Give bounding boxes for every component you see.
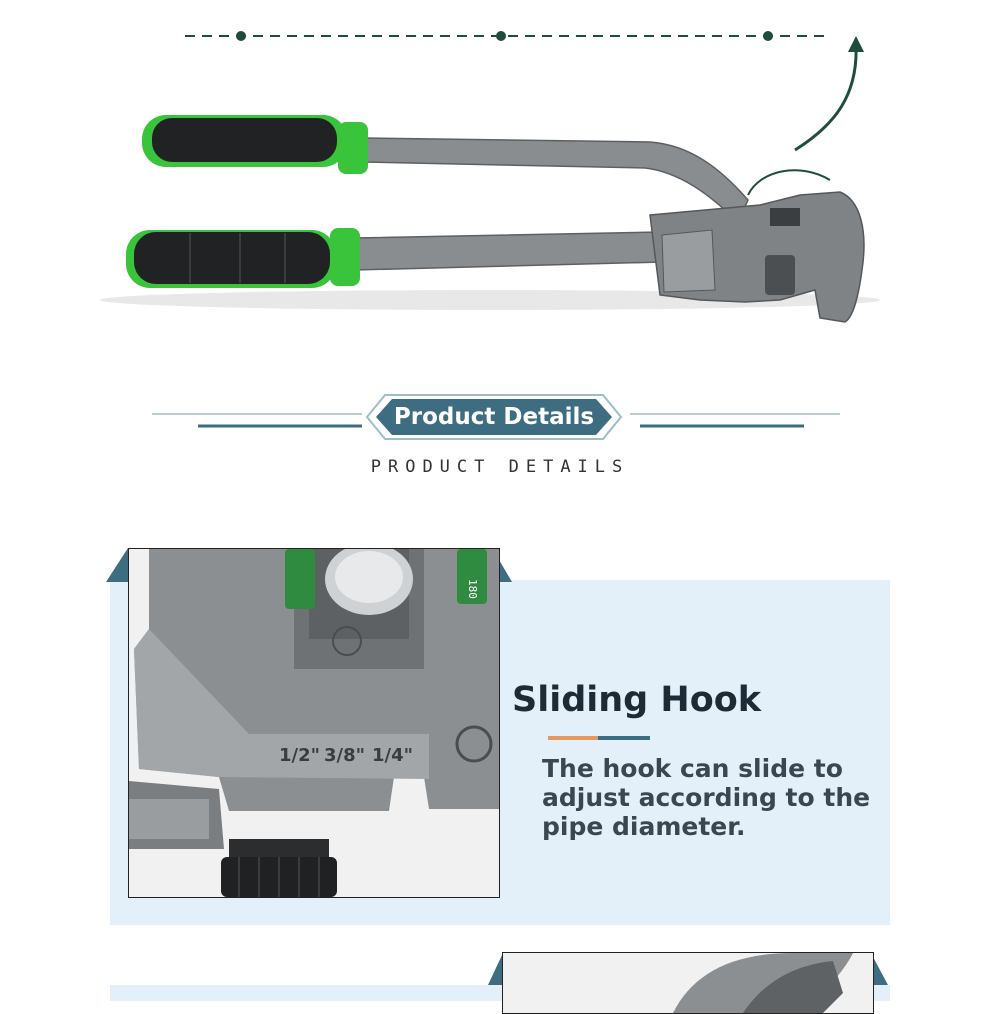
angle-marking: 180 [466, 579, 479, 599]
guide-dot [496, 31, 506, 41]
corner-tab-left-next [488, 955, 502, 985]
feature-title: Sliding Hook [512, 680, 762, 720]
feature-description: The hook can slide to adjust according t… [542, 754, 871, 841]
next-feature-photo [502, 952, 874, 1014]
size-marking-quarter: 1/4" [372, 745, 413, 766]
size-marking-half: 1/2" [279, 745, 320, 766]
guide-dot [763, 31, 773, 41]
tube-bender-tool-icon [100, 31, 880, 323]
corner-tab-left [106, 548, 128, 582]
bender-head-closeup-icon [503, 953, 873, 1013]
sliding-hook-photo: 180 1/2" 3/8" 1/4" [128, 548, 500, 898]
size-marking-three-eighths: 3/8" [324, 745, 365, 766]
sliding-hook-closeup-icon: 180 1/2" 3/8" 1/4" [129, 549, 499, 897]
corner-tab-right-next [872, 955, 888, 985]
section-banner-title: Product Details [393, 404, 595, 430]
section-header-ornament [152, 394, 840, 440]
guide-dot [236, 31, 246, 41]
corner-tab-right [498, 558, 512, 582]
accent-bar-teal [598, 736, 650, 740]
banner-fill [376, 399, 612, 435]
section-subtitle: PRODUCT DETAILS [370, 457, 630, 477]
accent-bar-orange [548, 736, 598, 740]
bend-direction-arrow-icon [747, 36, 864, 196]
banner-outline [365, 394, 623, 440]
